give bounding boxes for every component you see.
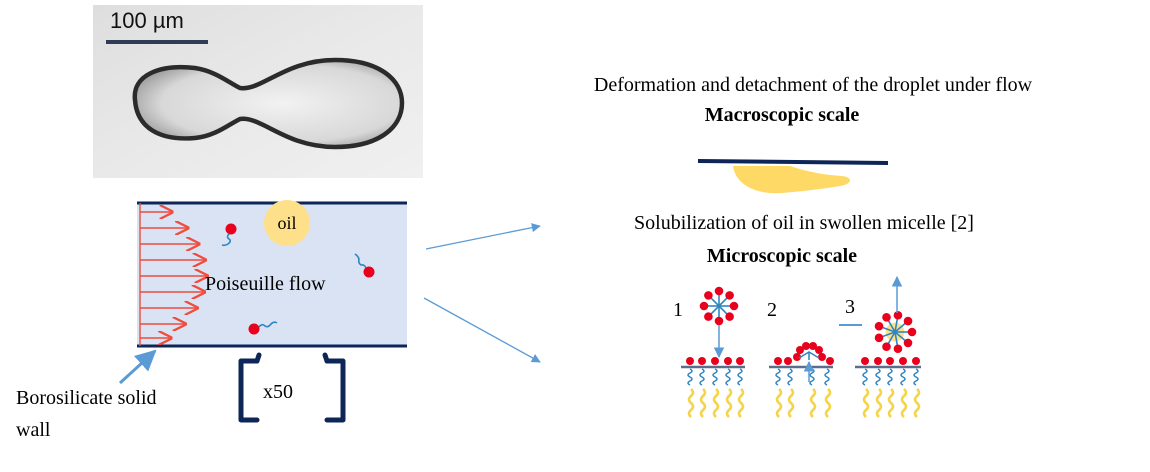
adsorbed-surfactant-tail: [787, 368, 793, 386]
droplet-shape: [132, 57, 405, 150]
micelle-head: [907, 327, 917, 337]
adsorbed-head: [886, 357, 894, 365]
micelle-tail: [798, 351, 820, 360]
oil-chain: [809, 388, 817, 418]
oil-chain: [725, 388, 733, 418]
oil-chain: [824, 388, 832, 418]
adsorbed-surfactant-tail: [900, 368, 906, 386]
oil-chain: [787, 388, 795, 418]
micelle-head: [815, 346, 823, 354]
arrow-to-microscopic: [423, 297, 541, 363]
microscopic-caption: Solubilization of oil in swollen micelle…: [634, 212, 974, 234]
zoom-bracket: [238, 352, 346, 423]
adsorbed-head: [724, 357, 732, 365]
macroscopic-title: Macroscopic scale: [705, 104, 860, 126]
micelle-head: [699, 301, 709, 311]
oil-chain: [687, 388, 695, 418]
micelle-head: [704, 291, 713, 300]
adsorbed-head: [826, 357, 834, 365]
wall-pointer-arrow: [118, 349, 157, 385]
micelle-head: [818, 353, 826, 361]
adsorbed-head: [874, 357, 882, 365]
flow-label: Poiseuille flow: [205, 273, 326, 295]
adsorbed-surfactant-tail: [775, 368, 781, 386]
adsorbed-surfactant-tail: [687, 368, 693, 386]
micelle-head: [725, 291, 734, 300]
deformed-droplet: [733, 166, 851, 194]
micelle-head: [893, 310, 903, 320]
adsorbed-surfactant-tail: [712, 368, 718, 386]
microscopic-panel: Solubilization of oil in swollen micelle…: [634, 212, 974, 418]
adsorbed-head: [698, 357, 706, 365]
microscopic-title: Microscopic scale: [707, 245, 857, 267]
surfactant-molecule: [354, 253, 375, 278]
micrograph: 100 µm: [93, 5, 423, 178]
step-1-label: 1: [673, 299, 683, 321]
oil-chain: [737, 388, 745, 418]
adsorbed-surfactant-tail: [809, 368, 815, 386]
micelle-head: [704, 312, 713, 321]
micelle-head: [893, 344, 903, 354]
oil-chain: [775, 388, 783, 418]
micelle-head: [725, 312, 734, 321]
micelle-head: [874, 333, 884, 343]
flow-profile-arrows: [139, 203, 206, 346]
micelle-head: [874, 321, 884, 331]
adsorbed-head: [899, 357, 907, 365]
adsorbed-head: [736, 357, 744, 365]
scale-bar-label: 100 µm: [110, 8, 184, 33]
step-3-label: 3: [845, 296, 855, 318]
adsorbed-surfactant-tail: [862, 368, 868, 386]
oil-chain: [900, 388, 908, 418]
micelle-head: [796, 346, 804, 354]
step-2-label: 2: [767, 299, 777, 321]
adsorbed-surfactant-tail: [913, 368, 919, 386]
oil-label: oil: [277, 213, 296, 233]
oil-chain: [913, 388, 921, 418]
micelle-head: [882, 312, 891, 322]
adsorbed-head: [774, 357, 782, 365]
arrow-to-macroscopic: [425, 223, 541, 250]
micelle-head: [809, 342, 817, 350]
oil-chain: [712, 388, 720, 418]
adsorbed-surfactant-tail: [824, 368, 830, 386]
micro-scene: [681, 286, 921, 418]
surfactant-molecule: [248, 321, 278, 335]
oil-chain: [862, 388, 870, 418]
macroscopic-panel: Deformation and detachment of the drople…: [594, 74, 1033, 194]
micelle-head: [882, 342, 891, 352]
zoom-label: x50: [263, 381, 293, 403]
micelle-head: [793, 353, 801, 361]
adsorbed-surfactant-tail: [725, 368, 731, 386]
adsorbed-head: [784, 357, 792, 365]
oil-chain: [887, 388, 895, 418]
macroscopic-wall: [697, 159, 889, 165]
adsorbed-surfactant-tail: [699, 368, 705, 386]
adsorbed-head: [861, 357, 869, 365]
adsorbed-head: [711, 357, 719, 365]
adsorbed-head: [912, 357, 920, 365]
oil-droplet: [264, 200, 310, 246]
micelle-head: [714, 316, 724, 326]
channel: oil Poiseuille flow Borosilicate solid w…: [16, 200, 407, 441]
oil-chain: [875, 388, 883, 418]
wall-label-line1: Borosilicate solid: [16, 387, 157, 409]
macroscopic-caption: Deformation and detachment of the drople…: [594, 74, 1033, 96]
surfactant-molecule: [221, 223, 237, 247]
adsorbed-surfactant-tail: [737, 368, 743, 386]
micelle-head: [903, 338, 913, 348]
adsorbed-surfactant-tail: [875, 368, 881, 386]
wall-label-line2: wall: [16, 419, 51, 441]
oil-chain: [699, 388, 707, 418]
adsorbed-head: [686, 357, 694, 365]
micelle-head: [802, 342, 810, 350]
micelle-head: [729, 301, 739, 311]
micelle-head: [714, 286, 724, 296]
micelle-head: [903, 316, 913, 326]
adsorbed-surfactant-tail: [887, 368, 893, 386]
